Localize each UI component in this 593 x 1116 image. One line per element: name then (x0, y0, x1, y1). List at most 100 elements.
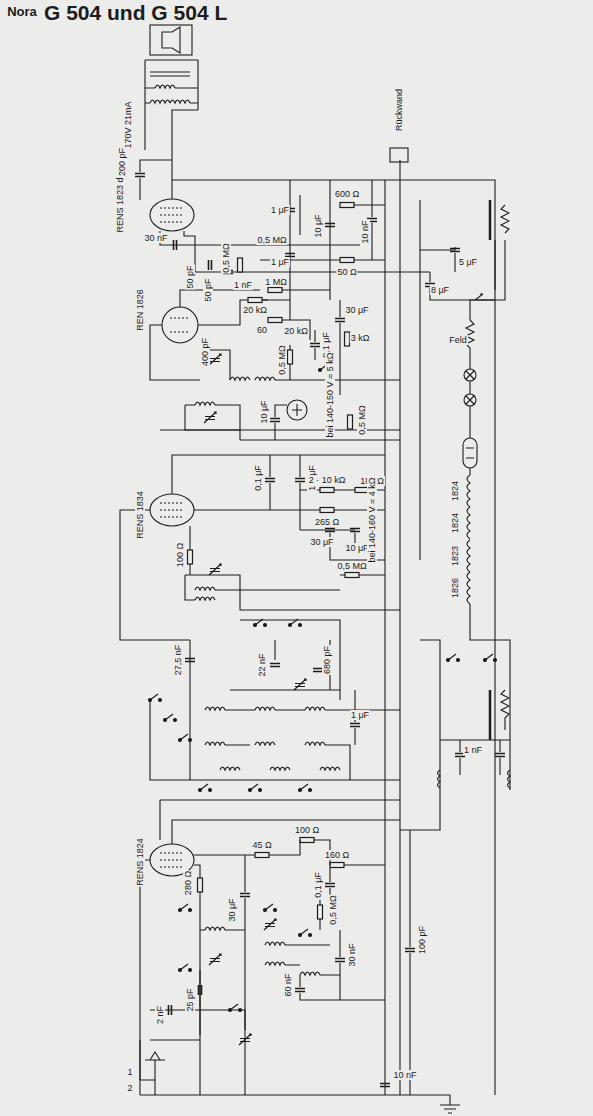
component-label: bei 140-160 V = 4 kΩ (367, 476, 377, 563)
schematic-path (440, 740, 510, 775)
schematic-path (400, 790, 440, 830)
schematic-use (270, 767, 290, 770)
component-label: 600 Ω (334, 189, 360, 199)
schematic-path (140, 160, 172, 200)
schematic-use (255, 707, 275, 710)
component-label: 1824 (450, 512, 460, 534)
schematic-path (160, 503, 184, 517)
schematic-ellipse (150, 494, 194, 526)
schematic-use (289, 619, 302, 627)
schematic-use (179, 964, 192, 972)
schematic-path (185, 575, 400, 610)
schematic-path (160, 853, 184, 867)
schematic-use (310, 344, 320, 347)
schematic-path (466, 448, 474, 458)
schematic-use (179, 734, 192, 742)
schematic-circle (162, 307, 198, 343)
schematic-path (399, 160, 400, 1095)
schematic-use (249, 784, 262, 792)
schematic-path (290, 180, 330, 320)
schematic-path (466, 396, 474, 404)
schematic-path (185, 405, 240, 440)
component-label: 30 μF (227, 897, 237, 922)
component-label: 10 μF (259, 399, 269, 424)
schematic-use (239, 1034, 251, 1045)
schematic-use (209, 564, 221, 575)
component-label: 60 nF (283, 972, 293, 997)
component-label: 1 nF (233, 280, 253, 290)
component-label: RENS 1824 (135, 837, 145, 887)
component-label: REN 1826 (135, 288, 145, 332)
component-label: 1 (126, 1067, 133, 1077)
schematic-path (467, 475, 470, 604)
schematic-use (320, 508, 334, 513)
schematic-use (325, 224, 335, 227)
schematic-path (275, 405, 287, 440)
schematic-use (305, 707, 325, 710)
schematic-use (188, 550, 193, 564)
schematic-use (484, 654, 497, 662)
schematic-use (495, 754, 505, 757)
component-label: RENS 1834 (135, 490, 145, 540)
schematic-path (340, 574, 385, 575)
component-label: 30 nF (347, 942, 357, 967)
schematic-path (371, 180, 372, 260)
schematic-path (292, 404, 302, 416)
component-label: 0,5 MΩ (357, 404, 367, 435)
schematic-path (501, 205, 509, 233)
schematic-use (238, 258, 243, 272)
schematic-use (179, 904, 192, 912)
schematic-use (268, 288, 282, 293)
component-label: 1824 (450, 480, 460, 502)
component-label: 30 nF (143, 233, 168, 243)
component-label: 5 μF (458, 257, 478, 267)
component-label: 50 pF (185, 264, 195, 289)
schematic-use (335, 319, 345, 322)
schematic-path (384, 180, 385, 1095)
schematic-use (248, 298, 262, 303)
component-label: 22 nF (257, 652, 267, 677)
component-label: 10 nF (360, 219, 370, 244)
component-label: 200 pF (117, 147, 127, 177)
component-label: 20 kΩ (283, 326, 309, 336)
schematic-use (205, 707, 225, 710)
schematic-path (140, 820, 400, 1095)
component-label: 1 μF (270, 257, 290, 267)
schematic-use (220, 767, 240, 770)
schematic-use (264, 904, 277, 912)
schematic-use (209, 260, 212, 270)
component-label: 0,5 MΩ (336, 561, 367, 571)
schematic-path (145, 88, 198, 103)
schematic-use (254, 619, 267, 627)
schematic-path (469, 360, 470, 438)
component-label: 2 (126, 1083, 133, 1093)
component-label: 0,1 μF (313, 871, 323, 899)
schematic-use (205, 742, 225, 745)
schematic-use (270, 664, 280, 667)
schematic-use (318, 905, 323, 919)
schematic-path (162, 27, 180, 53)
schematic-use (300, 972, 320, 975)
component-label: 100 Ω (294, 825, 320, 835)
component-label: 25 pF (185, 987, 195, 1012)
schematic-path (140, 1052, 165, 1080)
component-label: 100 pF (417, 925, 427, 955)
schematic-use (447, 654, 460, 662)
schematic-use (204, 412, 216, 423)
component-label: 1823 (450, 545, 460, 567)
maker-name: Nora (6, 7, 38, 17)
schematic-path (430, 272, 495, 300)
component-label: 680 pF (322, 645, 332, 675)
component-label: 0,5 MΩ (256, 235, 287, 245)
component-label: 1 nF (463, 745, 483, 755)
component-label: 400 pF (200, 337, 210, 367)
schematic-use (164, 714, 177, 722)
schematic-use (265, 479, 275, 482)
schematic-use (299, 784, 312, 792)
component-label: 0,1 μF (253, 464, 263, 492)
component-label: 280 Ω (183, 870, 193, 896)
component-label: 10 nF (392, 1070, 417, 1080)
component-label: 3 kΩ (350, 333, 371, 343)
component-label: 100 Ω (175, 542, 185, 568)
